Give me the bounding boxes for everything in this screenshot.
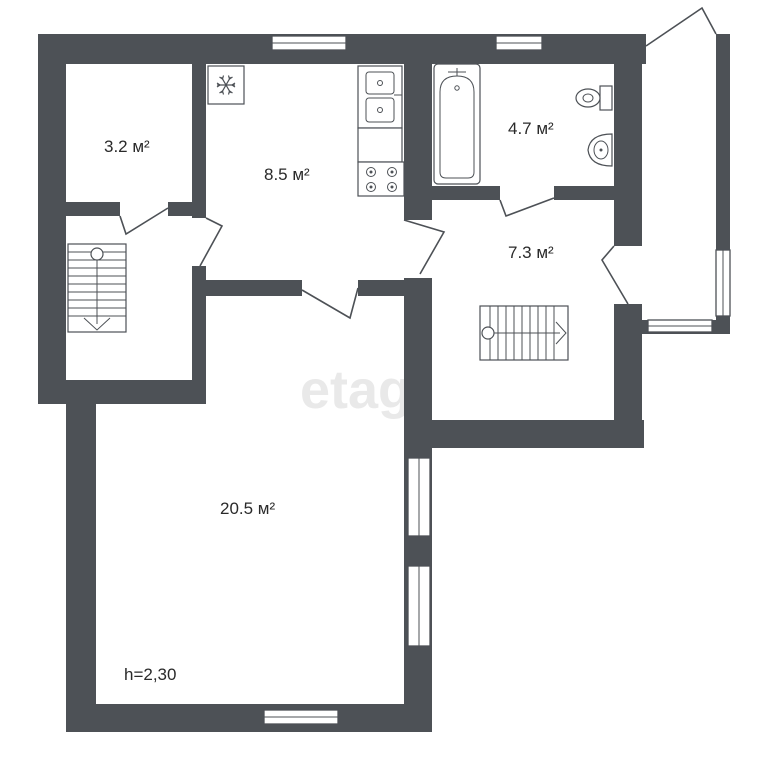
wall-hall-right-lower <box>614 304 642 448</box>
room-area-hall: 7.3 м² <box>508 243 554 262</box>
room-area-bathroom: 4.7 м² <box>508 119 554 138</box>
wall-storage-bottom <box>66 202 120 216</box>
wall-left-lower <box>66 392 96 732</box>
wall-kitchen-bottom-right <box>358 280 406 296</box>
door-entrance-inner <box>601 245 629 305</box>
snowflake-icon <box>207 65 245 105</box>
bathtub-icon <box>433 63 481 185</box>
counter <box>357 127 403 163</box>
toilet-icon <box>575 85 613 111</box>
door-storage <box>119 207 169 236</box>
room-labels: 3.2 м² 8.5 м² 4.7 м² 7.3 м² 20.5 м² h=2,… <box>104 119 554 684</box>
window-vestibule-right <box>715 249 731 317</box>
window-bathroom <box>495 35 543 51</box>
window-kitchen <box>271 35 347 51</box>
window-vestibule-bottom <box>647 319 713 333</box>
door-living <box>301 287 359 320</box>
wall-storage-right <box>192 64 206 218</box>
wall-left-upper <box>38 34 66 404</box>
wall-kitchen-right <box>404 64 432 220</box>
window-living-right-upper <box>407 457 431 537</box>
wall-kitchen-bottom-left <box>206 280 302 296</box>
washbasin-icon <box>587 133 613 167</box>
room-area-living: 20.5 м² <box>220 499 275 518</box>
door-closet <box>199 217 224 267</box>
doors <box>119 6 717 320</box>
wall-left-step <box>38 380 206 404</box>
wall-hall-bottom <box>404 420 644 448</box>
wall-hall-right <box>614 34 642 246</box>
window-living-bottom <box>263 709 339 725</box>
staircase-hall-icon <box>479 305 569 361</box>
windows <box>263 35 731 725</box>
door-bathroom <box>499 197 555 218</box>
wall-closet-right <box>192 266 206 396</box>
door-entrance-outer <box>645 6 717 47</box>
stove-icon <box>357 161 405 197</box>
door-kitchen-hall <box>403 219 446 275</box>
walls <box>38 34 730 732</box>
wall-bath-bottom-right <box>554 186 614 200</box>
ceiling-height: h=2,30 <box>124 665 176 684</box>
wall-storage-bottom-right <box>168 202 206 216</box>
wall-bottom <box>66 704 432 732</box>
wall-bath-bottom-left <box>432 186 500 200</box>
room-area-kitchen: 8.5 м² <box>264 165 310 184</box>
room-area-storage: 3.2 м² <box>104 137 150 156</box>
window-living-right-lower <box>407 565 431 647</box>
kitchen-sink-icon <box>357 65 403 129</box>
staircase-icon <box>67 243 127 333</box>
